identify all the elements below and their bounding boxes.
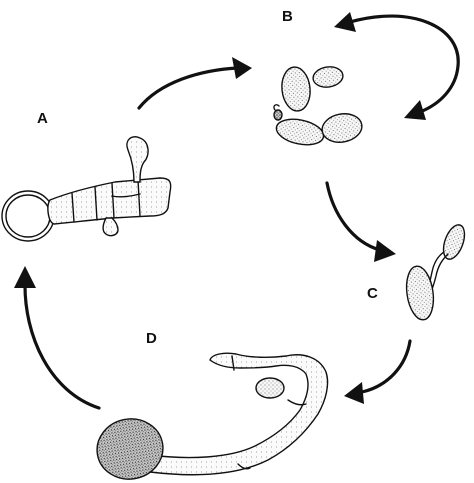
septum-1	[71, 192, 75, 223]
stage-c-illustration	[405, 224, 466, 321]
stage-label-a: A	[37, 110, 48, 127]
stage-label-c: C	[367, 285, 378, 302]
stage-d-illustration	[96, 352, 329, 480]
lower-bud	[102, 217, 119, 237]
stage-label-b: B	[282, 8, 293, 25]
spore-4	[321, 113, 363, 143]
septum-2	[94, 186, 98, 221]
sporangium-d	[96, 418, 164, 480]
arrow-b-to-c-head	[374, 240, 396, 262]
cycle-arrows	[14, 12, 460, 410]
spore-small	[273, 109, 283, 121]
lateral-bud-d	[255, 377, 285, 399]
arrow-a-to-b	[137, 66, 240, 110]
hyphal-tube-d	[149, 352, 329, 476]
spore-small-hook	[273, 104, 280, 111]
arrow-b-loop-start-head	[334, 12, 356, 32]
germ-head	[442, 224, 466, 260]
septum-d2	[287, 399, 307, 406]
septum-4	[137, 179, 141, 217]
germinating-spore	[405, 265, 435, 321]
arrow-b-loop	[348, 14, 460, 114]
septum-d3	[237, 463, 251, 470]
stage-label-d: D	[146, 330, 157, 347]
arrow-d-to-a	[23, 280, 101, 410]
septum-d1	[231, 355, 235, 371]
internal-line	[111, 193, 141, 198]
hyphal-body	[47, 177, 172, 225]
sporangium-ring-outer	[1, 190, 55, 242]
arrow-d-to-a-head	[14, 266, 36, 288]
spore-1	[281, 66, 311, 112]
arrow-a-to-b-head	[232, 57, 252, 79]
stage-a-illustration	[1, 136, 172, 242]
spore-2	[312, 66, 344, 88]
arrow-c-to-d	[360, 339, 412, 394]
stage-b-illustration	[273, 66, 363, 146]
arrow-b-loop-end-head	[404, 100, 426, 120]
arrow-c-to-d-head	[344, 382, 364, 404]
upper-bud	[126, 136, 149, 183]
sporangium-ring-inner	[5, 194, 51, 238]
arrow-b-to-c	[325, 181, 382, 252]
spore-3	[275, 118, 325, 146]
septum-3	[111, 182, 115, 219]
